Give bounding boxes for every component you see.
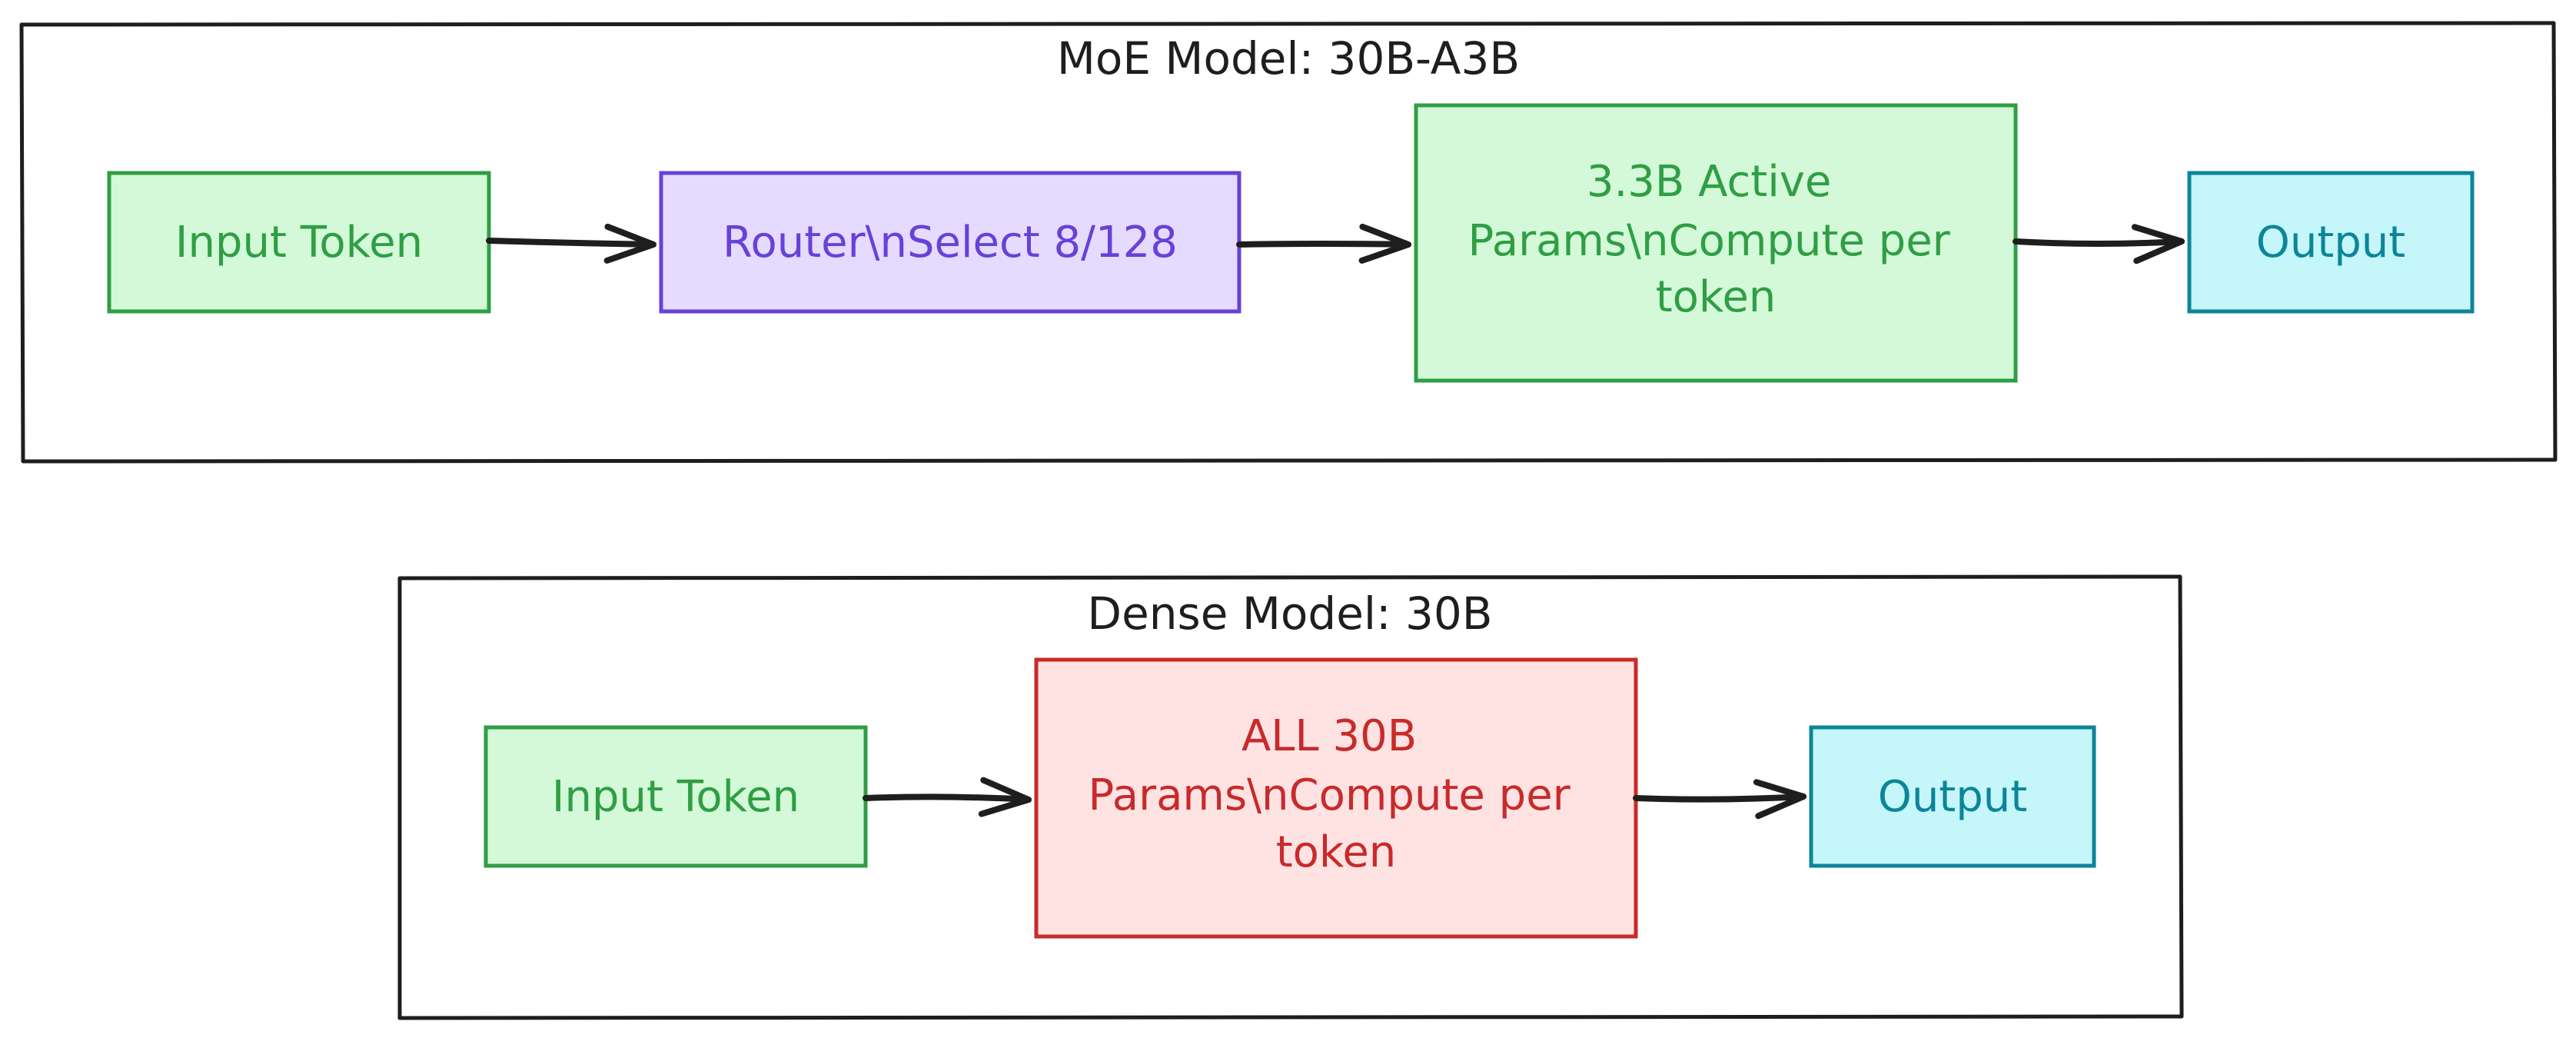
moe-arrow-active-output [2013,224,2185,264]
moe-active-line-1: 3.3B Active [1587,157,1832,207]
dense-all-line-1: ALL 30B [1241,711,1417,761]
dense-output-box [1809,725,2096,868]
moe-router-box [659,171,1241,314]
moe-arrow-input-router [486,223,656,264]
moe-active-label: 3.3B Active Params\nCompute per token [1468,157,1964,322]
moe-frame-title: MoE Model: 30B-A3B [1057,32,1520,85]
moe-output-box [2187,171,2475,314]
moe-input-box [107,171,491,314]
dense-all-label: ALL 30B Params\nCompute per token [1089,711,1584,877]
dense-output-label: Output [1878,772,2028,822]
moe-frame: MoE Model: 30B-A3B [19,21,2558,464]
moe-output-label: Output [2256,218,2406,268]
moe-active-line-3: token [1656,272,1777,322]
dense-frame: Dense Model: 30B [397,574,2184,1020]
moe-router-node[interactable]: Router\nSelect 8/128 [659,171,1241,314]
moe-input-node[interactable]: Input Token [107,171,491,314]
moe-input-label: Input Token [175,218,423,268]
dense-frame-border [397,574,2184,1020]
moe-active-line-2: Params\nCompute per [1468,216,1951,266]
dense-input-label: Input Token [552,772,799,822]
dense-all-line-3: token [1276,827,1397,877]
dense-input-node[interactable]: Input Token [484,725,868,868]
moe-router-label: Router\nSelect 8/128 [723,218,1178,268]
dense-arrow-input-all [863,777,1032,817]
dense-all-node[interactable]: ALL 30B Params\nCompute per token [1034,657,1638,939]
moe-output-node[interactable]: Output [2187,171,2475,314]
dense-frame-title: Dense Model: 30B [1087,587,1492,640]
dense-arrow-all-output [1633,779,1807,820]
moe-active-box [1414,103,2018,383]
dense-output-node[interactable]: Output [1809,725,2096,868]
moe-frame-border [19,21,2558,464]
dense-all-line-2: Params\nCompute per [1089,770,1571,820]
moe-active-node[interactable]: 3.3B Active Params\nCompute per token [1414,103,2018,383]
moe-arrow-router-active [1236,223,1411,264]
dense-all-box [1034,657,1638,939]
